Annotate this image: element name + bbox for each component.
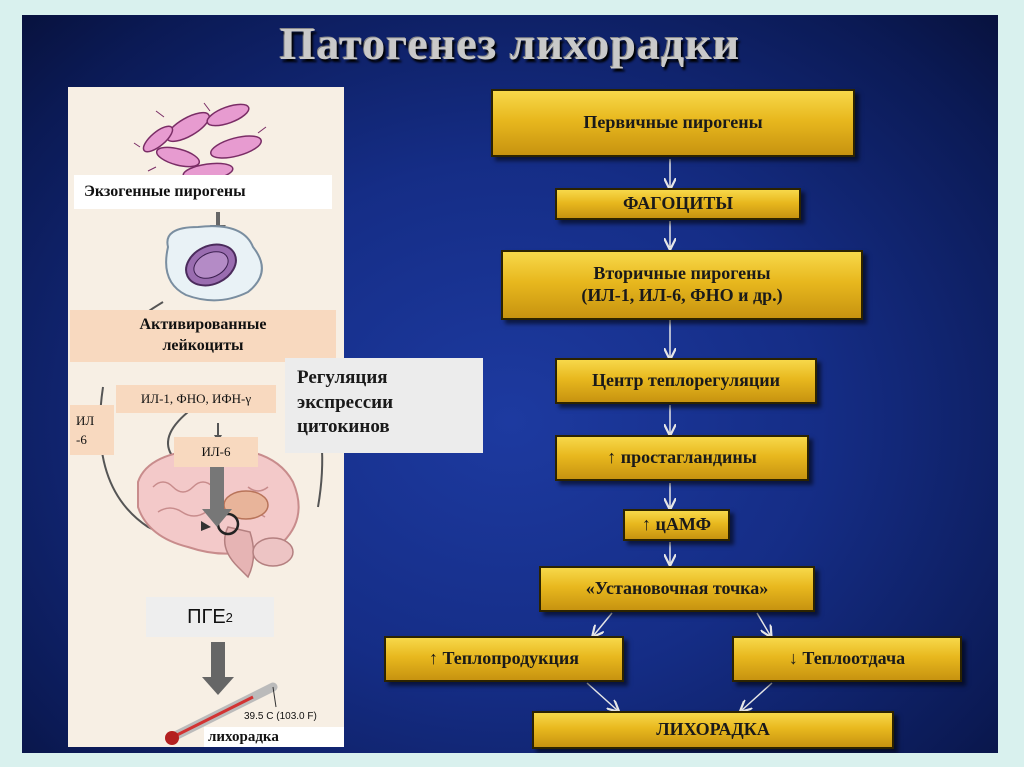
il6-side-line-2: -6 — [76, 432, 87, 447]
phagocyte-cell-icon — [165, 225, 263, 302]
slide: Патогенез лихорадки — [22, 15, 998, 753]
fever-box: ЛИХОРАДКА — [532, 711, 894, 749]
camp-box: ↑ цАМФ — [623, 509, 730, 541]
cytokine-regulation-box: Регуляция экспрессии цитокинов — [285, 358, 483, 453]
primary-pyrogens-box: Первичные пирогены — [491, 89, 855, 157]
il6-label: ИЛ-6 — [174, 437, 258, 467]
il6-side-line-1: ИЛ — [76, 412, 95, 428]
thermometer-icon — [165, 682, 278, 745]
set-point-box: «Установочная точка» — [539, 566, 815, 612]
secondary-line-1: Вторичные пирогены — [593, 263, 771, 284]
heat-production-box: ↑ Теплопродукция — [384, 636, 624, 682]
activated-leukocytes-label: Активированные лейкоциты — [70, 310, 336, 362]
flow-connectors — [586, 159, 998, 753]
heat-loss-box: ↓ Теплоотдача — [732, 636, 962, 682]
regulation-line-1: Регуляция — [297, 367, 388, 388]
prostaglandins-box: ↑ простагландины — [555, 435, 809, 481]
phagocytes-box: ФАГОЦИТЫ — [555, 188, 801, 220]
slide-title: Патогенез лихорадки — [279, 18, 741, 69]
illustration-graphics — [99, 102, 324, 745]
thermoregulation-center-box: Центр теплорегуляции — [555, 358, 817, 404]
brain-icon — [137, 447, 300, 579]
secondary-pyrogens-box: Вторичные пирогены (ИЛ-1, ИЛ-6, ФНО и др… — [501, 250, 863, 320]
temperature-reading: 39.5 C (103.0 F) — [244, 711, 317, 722]
il6-side-label: ИЛ -6 — [70, 405, 114, 455]
secondary-line-2: (ИЛ-1, ИЛ-6, ФНО и др.) — [581, 285, 783, 305]
pge2-subscript: 2 — [225, 609, 233, 625]
pge2-text: ПГЕ — [187, 605, 226, 628]
activated-line-1: Активированные — [139, 316, 267, 334]
cytokine-list-label: ИЛ-1, ФНО, ИФН-γ — [116, 385, 276, 413]
regulation-line-3: цитокинов — [297, 416, 390, 438]
fever-label-left: лихорадка — [204, 727, 344, 747]
regulation-line-2: экспрессии — [297, 391, 394, 413]
exogenous-pyrogens-label: Экзогенные пирогены — [74, 175, 332, 209]
activated-line-2: лейкоциты — [162, 337, 244, 354]
